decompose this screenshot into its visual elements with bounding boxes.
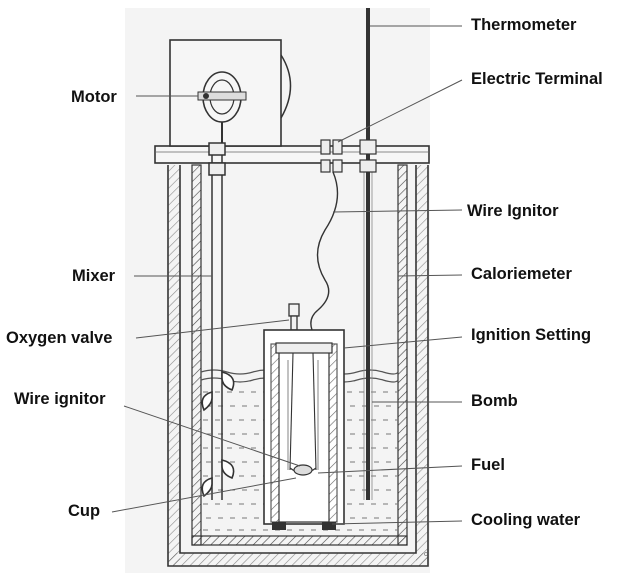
jacket-hatch-bottom bbox=[168, 553, 428, 566]
label-cup: Cup bbox=[68, 502, 101, 520]
electric-terminal bbox=[320, 139, 343, 173]
label-wire-ignitor-top: Wire Ignitor bbox=[467, 202, 559, 220]
label-oxygen-valve: Oxygen valve bbox=[6, 329, 113, 347]
jacket-hatch-left bbox=[168, 165, 180, 566]
calorimeter-vessel bbox=[191, 164, 408, 546]
leader-lines bbox=[111, 25, 463, 525]
motor-housing bbox=[169, 39, 292, 147]
thermometer-rod bbox=[359, 8, 377, 500]
svg-text:c: c bbox=[424, 551, 428, 558]
label-motor: Motor bbox=[71, 88, 117, 106]
label-wire-ignitor-bottom: Wire ignitor bbox=[14, 390, 106, 408]
label-electric-terminal: Electric Terminal bbox=[471, 70, 603, 88]
label-fuel: Fuel bbox=[471, 456, 505, 474]
label-thermometer: Thermometer bbox=[471, 16, 577, 34]
ignitor-wire bbox=[310, 171, 339, 331]
oxygen-valve bbox=[288, 303, 300, 331]
lid bbox=[154, 145, 430, 164]
label-mixer: Mixer bbox=[72, 267, 116, 285]
mixer-blades bbox=[201, 370, 235, 498]
jacket-hatch-right bbox=[416, 165, 428, 566]
label-caloriemeter: Caloriemeter bbox=[471, 265, 572, 283]
label-cooling-water: Cooling water bbox=[471, 511, 581, 529]
label-ignition-setting: Ignition Setting bbox=[471, 326, 592, 344]
mixer-shaft bbox=[208, 142, 226, 500]
label-bomb: Bomb bbox=[471, 392, 518, 410]
bomb-vessel bbox=[263, 329, 345, 530]
